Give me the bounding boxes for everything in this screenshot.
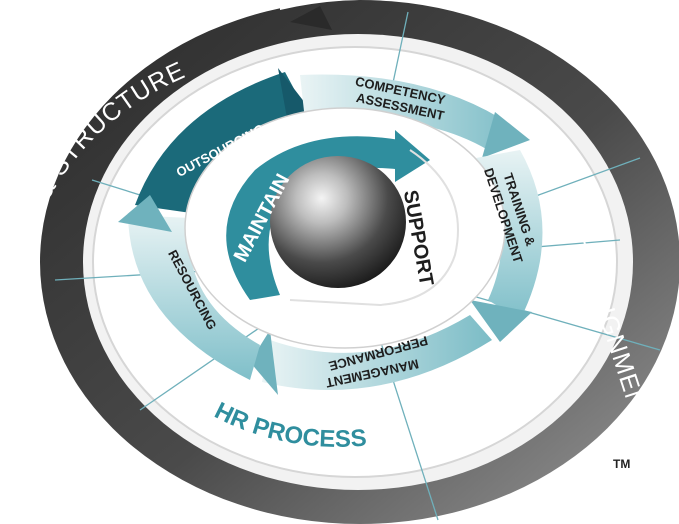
outer-ring-arrowhead: [290, 6, 332, 30]
resourcing-segment: [128, 215, 260, 380]
competency-segment: [300, 74, 520, 150]
performance-segment: [262, 315, 492, 390]
outsourcing-segment: [135, 72, 300, 215]
maintain-segment: [226, 136, 405, 300]
training-segment: [476, 150, 543, 320]
trademark-mark: TM: [613, 457, 630, 471]
center-sphere: [270, 156, 406, 288]
